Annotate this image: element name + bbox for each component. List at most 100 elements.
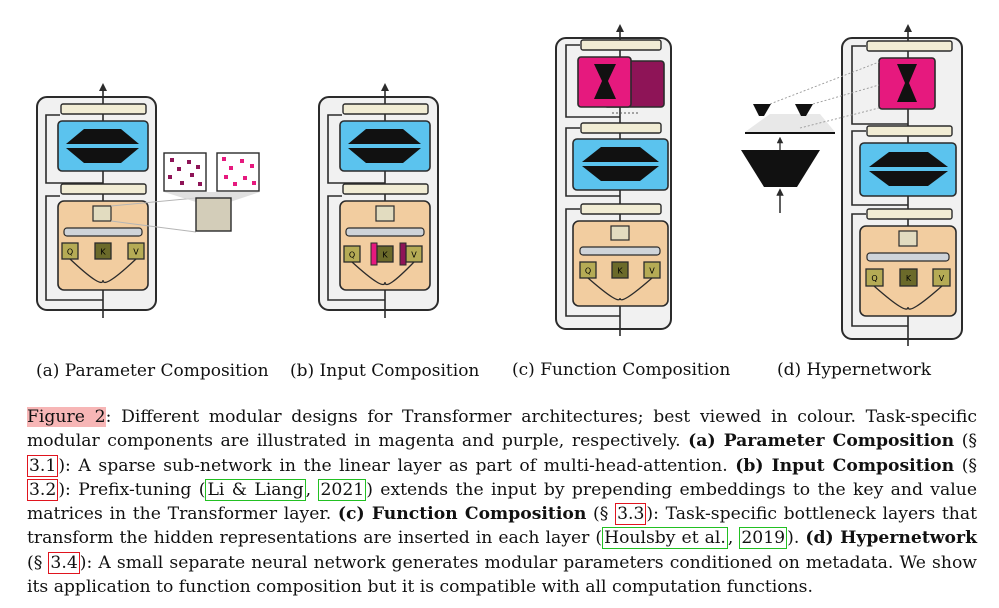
qkv-input-arcs: [873, 285, 943, 310]
citation-li-liang-year[interactable]: 2021: [318, 478, 367, 501]
hypernetwork-encoder: [741, 150, 820, 187]
panel-d-hypernetwork: Q K V: [741, 24, 963, 346]
hypernetwork-output-left: [753, 104, 771, 116]
key-box: [376, 245, 394, 263]
caption-text: (§: [586, 504, 616, 525]
section-ref-3-1[interactable]: 3.1: [27, 454, 59, 477]
hypernetwork-projection-line-3: [799, 107, 880, 129]
sparse-mask-purple-dots: [168, 158, 202, 186]
attention-grey-bar: [63, 227, 143, 237]
qkv-input-arcs: [587, 277, 653, 301]
residual-connection-mid: [851, 130, 908, 206]
residual-connection-mid: [565, 127, 620, 197]
attention-grey-bar: [579, 246, 661, 256]
key-label: K: [382, 251, 388, 260]
ffn-up-projection: [869, 171, 948, 186]
linear-layer-box: [610, 225, 630, 241]
layer-norm-bottom: [866, 208, 953, 220]
caption-b-heading: (b) Input Composition: [735, 455, 955, 476]
figure-caption: Figure 2: Different modular designs for …: [27, 405, 977, 599]
caption-c-heading: (c) Function Composition: [337, 504, 587, 525]
panel-b-input-composition: Q K V: [318, 83, 439, 318]
attention-grey-bar: [866, 252, 950, 262]
caption-text: ): Task-specific bottleneck layers that …: [27, 504, 977, 549]
layer-norm-top: [866, 40, 953, 52]
ffn-down-projection: [66, 129, 139, 144]
value-prefix-purple: [399, 242, 407, 266]
ffn-down-projection: [869, 152, 948, 167]
hypernetwork-projection-line-2: [812, 84, 880, 105]
zoom-line-top: [110, 197, 197, 207]
zoom-line-bottom: [110, 220, 197, 233]
value-label: V: [939, 274, 945, 283]
citation-houlsby-year[interactable]: 2019: [739, 527, 788, 550]
section-ref-3-2[interactable]: 3.2: [27, 478, 59, 501]
ffn-down-projection: [348, 129, 421, 144]
subcaption-a: (a) Parameter Composition: [36, 361, 269, 381]
hypernetwork-output-right: [795, 104, 813, 116]
ffn-up-projection: [66, 148, 139, 163]
qkv-input-arcs: [351, 261, 415, 286]
feed-forward-block: [57, 120, 149, 172]
layer-norm-bottom: [342, 183, 429, 195]
caption-a-heading: (a) Parameter Composition: [688, 431, 955, 452]
feed-forward-block: [339, 120, 431, 172]
panel-a-parameter-composition: Q K V: [36, 83, 260, 318]
query-label: Q: [349, 251, 355, 260]
residual-connection-top: [565, 44, 620, 118]
feed-forward-block: [572, 138, 669, 191]
feed-forward-block: [859, 142, 957, 197]
caption-text: (§: [954, 431, 978, 452]
ffn-down-projection: [582, 147, 659, 162]
residual-connection-bottom: [565, 208, 620, 317]
adapter-bottleneck-shape: [594, 64, 616, 99]
residual-connection-top: [851, 45, 908, 125]
query-label: Q: [871, 274, 877, 283]
section-ref-3-4[interactable]: 3.4: [48, 551, 80, 574]
layer-norm-top: [342, 103, 429, 115]
attention-grey-bar: [345, 227, 425, 237]
hypernetwork-output-base: [745, 132, 835, 134]
caption-text: : Different modular designs for Transfor…: [27, 407, 977, 452]
subcaption-c: (c) Function Composition: [512, 360, 731, 380]
hypernetwork-projection-line-1: [769, 61, 880, 105]
residual-connection-bottom: [45, 195, 103, 301]
linear-layer-box: [375, 205, 395, 222]
caption-text: ) extends the input by prepending embedd…: [27, 479, 978, 525]
hypernetwork-generation-cone: [745, 114, 835, 132]
key-label: K: [906, 274, 912, 283]
key-box: [94, 242, 112, 260]
value-label: V: [649, 267, 655, 276]
layer-norm-bottom: [580, 203, 662, 215]
ffn-up-projection: [348, 148, 421, 163]
caption-text: ).: [787, 528, 806, 549]
value-label: V: [411, 251, 417, 260]
panel-c-function-composition: Q K V: [555, 24, 672, 336]
value-label: V: [133, 248, 139, 257]
caption-text: (§: [27, 552, 49, 573]
layer-norm-top: [60, 103, 147, 115]
citation-houlsby[interactable]: Houlsby et al.: [602, 527, 728, 550]
key-box: [899, 268, 918, 287]
key-label: K: [100, 248, 106, 257]
caption-text: (§: [954, 455, 977, 476]
linear-layer-box: [898, 230, 918, 247]
residual-connection-bottom: [851, 213, 908, 327]
query-label: Q: [585, 267, 591, 276]
linear-weight-box: [195, 197, 232, 232]
figure-label-link[interactable]: Figure 2: [27, 407, 106, 427]
key-prefix-magenta: [370, 242, 378, 266]
layer-norm-mid: [866, 125, 953, 137]
caption-text: ,: [727, 528, 740, 549]
zoom-cone: [164, 192, 260, 202]
key-label: K: [617, 267, 623, 276]
subcaption-d: (d) Hypernetwork: [777, 360, 932, 380]
section-ref-3-3[interactable]: 3.3: [615, 503, 647, 526]
citation-li-liang[interactable]: Li & Liang: [205, 478, 306, 501]
caption-text: ): Prefix-tuning (: [58, 479, 206, 500]
caption-text: ): A small separate neural network gener…: [27, 552, 978, 598]
caption-text: ,: [305, 479, 319, 500]
subcaption-b: (b) Input Composition: [290, 361, 480, 381]
qkv-input-arcs: [69, 258, 137, 284]
layer-norm-top: [580, 39, 662, 51]
